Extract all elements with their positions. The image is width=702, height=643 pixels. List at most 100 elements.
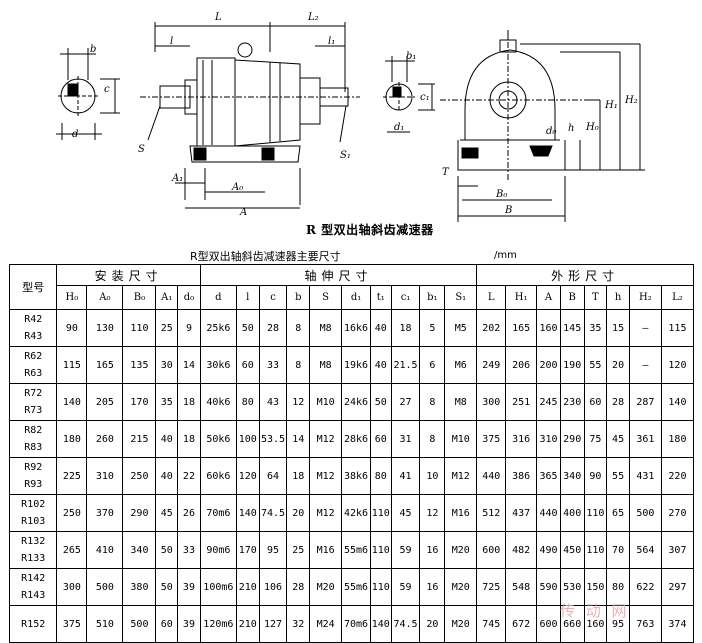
value-cell: 202 — [476, 309, 507, 347]
value-cell: 600 — [476, 531, 507, 569]
reducer-front-view — [140, 22, 360, 209]
value-cell: 18 — [390, 309, 421, 347]
value-cell: 27 — [390, 383, 421, 421]
value-cell: 14 — [286, 420, 311, 458]
value-cell: 50 — [369, 383, 392, 421]
value-cell: 110 — [369, 494, 392, 532]
value-cell: 18 — [177, 420, 201, 458]
value-cell: 21.5 — [390, 346, 421, 384]
value-cell: 12 — [286, 383, 311, 421]
model-name: R43 — [24, 331, 43, 342]
value-cell: 8 — [286, 346, 311, 384]
value-cell: 9 — [177, 309, 201, 347]
value-cell: 55m6 — [341, 531, 371, 569]
model-name: R73 — [24, 405, 43, 416]
value-cell: 55m6 — [341, 568, 371, 606]
value-cell: 55 — [606, 457, 630, 495]
column-header: d — [199, 285, 237, 310]
dim-label-H1: H₁ — [604, 100, 618, 111]
value-cell: 35 — [583, 309, 608, 347]
dim-label-d: d — [72, 129, 78, 140]
value-cell: M20 — [444, 531, 478, 569]
value-cell: 14 — [177, 346, 201, 384]
dim-label-c: c — [104, 84, 110, 95]
value-cell: 50 — [155, 531, 179, 569]
value-cell: 33 — [258, 346, 288, 384]
value-cell: 361 — [628, 420, 662, 458]
value-cell: 35 — [155, 383, 179, 421]
value-cell: 225 — [56, 457, 88, 495]
value-cell: 100m6 — [199, 568, 237, 606]
value-cell: 370 — [86, 494, 124, 532]
column-header: S₁ — [444, 285, 478, 310]
value-cell: 316 — [505, 420, 538, 458]
value-cell: 60 — [583, 383, 608, 421]
value-cell: 725 — [476, 568, 507, 606]
value-cell: 180 — [56, 420, 88, 458]
column-header: t₁ — [369, 285, 392, 310]
column-header: d₁ — [341, 285, 371, 310]
column-header: b — [286, 285, 311, 310]
value-cell: 375 — [476, 420, 507, 458]
column-header: H₁ — [505, 285, 538, 310]
value-cell: 215 — [122, 420, 157, 458]
value-cell: 10 — [419, 457, 446, 495]
column-header: S — [309, 285, 343, 310]
value-cell: 53.5 — [258, 420, 288, 458]
dim-label-A1: A₁ — [171, 173, 183, 184]
value-cell: 165 — [86, 346, 124, 384]
value-cell: 110 — [583, 531, 608, 569]
value-cell: M12 — [309, 457, 343, 495]
watermark: 传 动 网 — [560, 602, 630, 620]
value-cell: 40 — [155, 420, 179, 458]
value-cell: 8 — [419, 420, 446, 458]
value-cell: 45 — [390, 494, 421, 532]
table-title: R型双出轴斜齿减速器主要尺寸 — [190, 250, 341, 263]
value-cell: M5 — [444, 309, 478, 347]
value-cell: 622 — [628, 568, 662, 606]
value-cell: 110 — [369, 568, 392, 606]
value-cell: 140 — [56, 383, 88, 421]
value-cell: 60 — [235, 346, 260, 384]
model-name: R133 — [21, 553, 46, 564]
value-cell: 230 — [559, 383, 585, 421]
model-name: R93 — [24, 479, 43, 490]
dim-label-h: h — [568, 123, 574, 134]
dim-label-B: B — [504, 205, 512, 216]
value-cell: 12 — [419, 494, 446, 532]
model-name: R92 — [24, 462, 43, 473]
value-cell: 500 — [628, 494, 662, 532]
value-cell: 6 — [419, 346, 446, 384]
value-cell: 31 — [390, 420, 421, 458]
value-cell: 145 — [559, 309, 585, 347]
value-cell: M8 — [444, 383, 478, 421]
value-cell: 16k6 — [341, 309, 371, 347]
value-cell: 40k6 — [199, 383, 237, 421]
value-cell: 500 — [86, 568, 124, 606]
value-cell: 170 — [122, 383, 157, 421]
value-cell: 220 — [660, 457, 695, 495]
value-cell: 440 — [476, 457, 507, 495]
value-cell: M6 — [444, 346, 478, 384]
value-cell: M10 — [309, 383, 343, 421]
value-cell: 15 — [606, 309, 630, 347]
value-cell: 19k6 — [341, 346, 371, 384]
value-cell: 490 — [536, 531, 561, 569]
value-cell: 110 — [369, 531, 392, 569]
value-cell: 80 — [235, 383, 260, 421]
value-cell: 25 — [155, 309, 179, 347]
value-cell: 42k6 — [341, 494, 371, 532]
value-cell: 410 — [86, 531, 124, 569]
dim-label-T: T — [442, 167, 450, 178]
value-cell: 18 — [177, 383, 201, 421]
dim-label-c1: c₁ — [420, 92, 430, 103]
column-header: c₁ — [390, 285, 421, 310]
value-cell: 115 — [56, 346, 88, 384]
value-cell: 45 — [155, 494, 179, 532]
value-cell: 140 — [235, 494, 260, 532]
value-cell: 190 — [559, 346, 585, 384]
